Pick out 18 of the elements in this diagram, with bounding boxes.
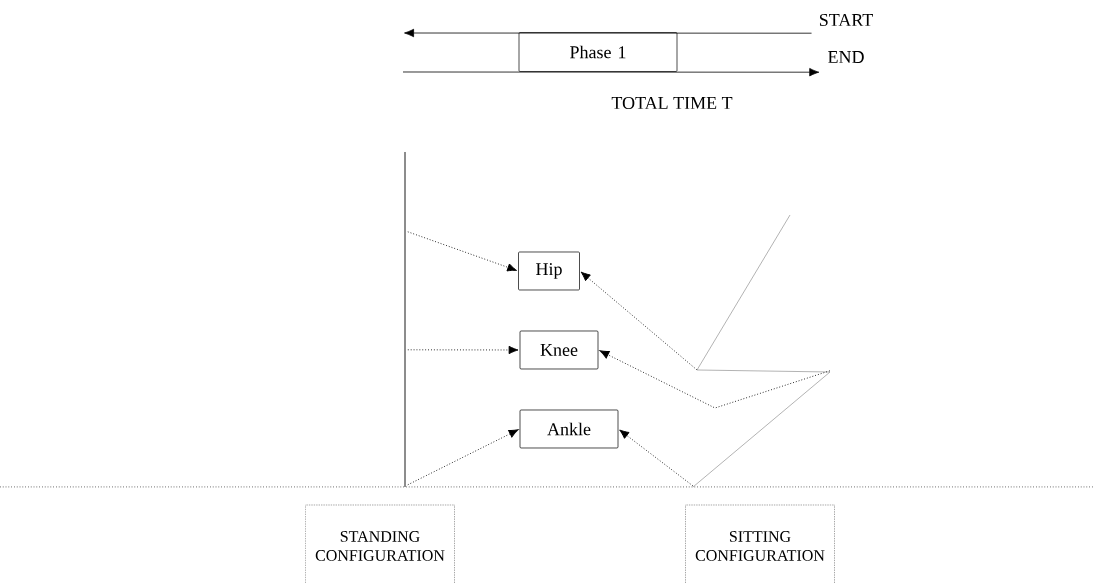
sitting-figure-drawing	[692, 214, 831, 488]
phase-box: Phase 1	[518, 32, 678, 72]
configuration-box: SITTING CONFIGURATION	[685, 504, 835, 583]
configuration-box: STANDING CONFIGURATION	[305, 504, 455, 583]
arrow	[580, 271, 698, 371]
arrow	[619, 429, 694, 487]
joint-box: Knee	[519, 330, 599, 370]
joint-box: Ankle	[519, 409, 619, 449]
arrow	[402, 68, 820, 77]
arrow	[407, 429, 519, 486]
arrow	[407, 231, 517, 272]
arrow	[404, 28, 812, 38]
arrow	[599, 350, 831, 409]
end-label: END	[828, 51, 864, 63]
arrow	[407, 345, 519, 355]
joint-box: Hip	[518, 251, 580, 291]
time-label: TOTAL TIME T	[611, 96, 733, 110]
start-label: START	[819, 13, 873, 27]
